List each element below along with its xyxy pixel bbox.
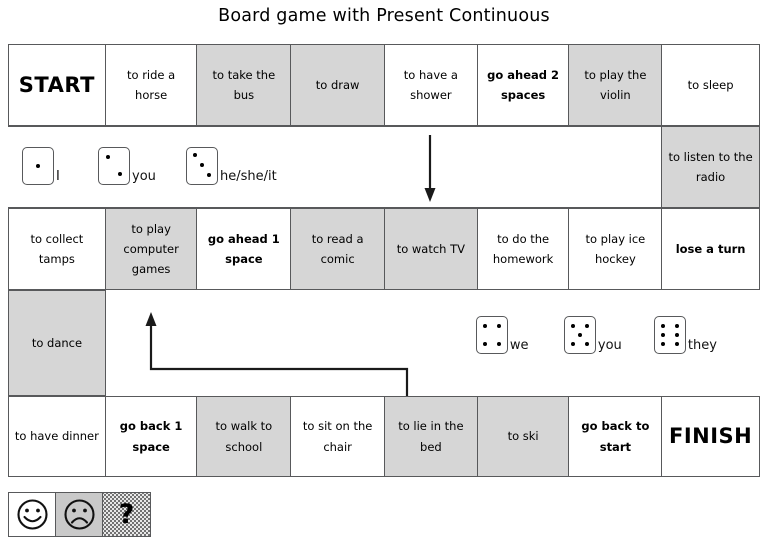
die-face-1 (22, 147, 54, 185)
board-row-4-dice-band: to dance we you (8, 290, 760, 448)
legend-cell-gray[interactable] (56, 493, 103, 536)
board-cell-go-back-1-space[interactable]: go back 1 space (106, 397, 198, 476)
board-row-1: START to ride a horse to take the bus to… (8, 44, 760, 126)
board-cell-play-violin[interactable]: to play the violin (569, 45, 663, 125)
die-label-you-plural: you (597, 338, 622, 353)
die-group-5: you (563, 316, 622, 354)
board-cell-lose-a-turn[interactable]: lose a turn (675, 241, 746, 256)
die-group-2: you (98, 147, 156, 185)
down-arrow-icon (424, 135, 436, 202)
board-cell-walk-to-school[interactable]: to walk to school (197, 397, 292, 476)
die-label-they: they (687, 338, 717, 353)
board-cell-sleep[interactable]: to sleep (687, 77, 734, 92)
board-row-5: to have dinner go back 1 space to walk t… (8, 396, 760, 477)
die-label-he-she-it: he/she/it (220, 169, 277, 184)
dice-legend-area-plural: we you they (106, 290, 760, 448)
board-cell-collect-stamps[interactable]: to collect tamps (9, 209, 106, 289)
board-cell-go-back-to-start[interactable]: go back to start (569, 397, 663, 476)
board-cell-dance[interactable]: to dance (9, 290, 106, 396)
board-cell-have-shower[interactable]: to have a shower (385, 45, 478, 125)
die-face-3 (186, 147, 218, 185)
legend-key: ? (8, 492, 151, 537)
board-cell-have-dinner[interactable]: to have dinner (9, 397, 106, 476)
board-row-2-dice-band: I you he/she/it to listen to the radio (8, 126, 760, 208)
board-cell-take-bus[interactable]: to take the bus (197, 45, 292, 125)
die-label-you-singular: you (132, 169, 156, 184)
u-turn-arrow-icon (145, 312, 413, 448)
board-cell-start[interactable]: START (9, 45, 106, 125)
board-cell-watch-tv[interactable]: to watch TV (384, 209, 478, 289)
page-title: Board game with Present Continuous (218, 6, 550, 26)
board-cell-draw[interactable]: to draw (291, 45, 385, 125)
board-row-3: to collect tamps to play computer games … (8, 208, 760, 290)
board-cell-play-ice-hockey[interactable]: to play ice hockey (569, 209, 663, 289)
board-cell-go-ahead-2-spaces[interactable]: go ahead 2 spaces (478, 45, 570, 125)
board-cell-listen-radio[interactable]: to listen to the radio (662, 127, 759, 207)
die-face-5 (563, 316, 596, 354)
legend-cell-white[interactable] (9, 493, 56, 536)
smiley-face-icon (16, 499, 48, 530)
board-cell-lie-in-bed[interactable]: to lie in the bed (384, 397, 478, 476)
board-cell-ski[interactable]: to ski (477, 397, 570, 476)
die-group-1: I (22, 147, 60, 185)
legend-cell-dotted[interactable]: ? (103, 493, 150, 536)
board-cell-sit-on-chair[interactable]: to sit on the chair (291, 397, 385, 476)
board-cell-go-ahead-1-space[interactable]: go ahead 1 space (197, 209, 292, 289)
board-game-grid: START to ride a horse to take the bus to… (8, 44, 760, 477)
die-label-we: we (509, 338, 529, 353)
sad-face-icon (63, 499, 95, 530)
die-face-4 (475, 316, 508, 354)
die-label-i: I (56, 169, 60, 184)
die-group-6: they (653, 316, 717, 354)
dice-legend-area-singular: I you he/she/it (8, 127, 663, 207)
board-cell-do-homework[interactable]: to do the homework (478, 209, 570, 289)
die-face-6 (653, 316, 686, 354)
die-group-3: he/she/it (186, 147, 277, 185)
board-cell-play-computer-games[interactable]: to play computer games (105, 209, 198, 289)
question-mark-icon: ? (118, 499, 135, 530)
board-cell-finish[interactable]: FINISH (668, 424, 753, 449)
die-face-2 (98, 147, 130, 185)
board-cell-ride-horse[interactable]: to ride a horse (106, 45, 198, 125)
board-cell-read-comic[interactable]: to read a comic (291, 209, 385, 289)
die-group-4: we (475, 316, 529, 354)
